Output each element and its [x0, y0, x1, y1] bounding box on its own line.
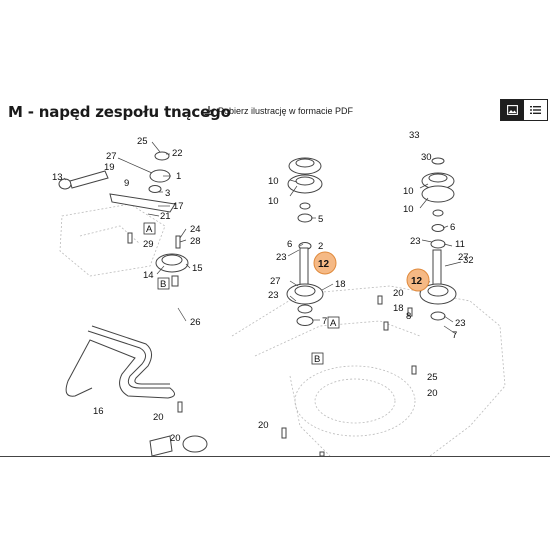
belt-16: [65, 325, 175, 399]
section-markers: A B A B: [143, 222, 340, 365]
exploded-view-drawing: 25 27 22 19 1 13 9 3 17 21 24 28 29 14 1…: [52, 130, 506, 456]
part-label[interactable]: 23: [268, 290, 279, 301]
image-view-button[interactable]: [501, 100, 524, 120]
marker-label: B: [160, 279, 166, 290]
download-icon: [204, 106, 214, 116]
parts-diagram: 25 27 22 19 1 13 9 3 17 21 24 28 29 14 1…: [0, 126, 550, 456]
download-pdf-label: Pobierz ilustrację w formacie PDF: [218, 106, 354, 116]
part-label[interactable]: 27: [106, 151, 117, 162]
part-label[interactable]: 20: [170, 433, 181, 444]
part-label[interactable]: 13: [52, 172, 63, 183]
part-label[interactable]: 10: [403, 186, 414, 197]
part-label[interactable]: 18: [335, 279, 346, 290]
part-label[interactable]: 1: [176, 171, 181, 182]
part-label[interactable]: 29: [143, 239, 154, 250]
part-label[interactable]: 25: [427, 372, 438, 383]
part-label[interactable]: 23: [410, 236, 421, 247]
marker-label: A: [330, 318, 337, 329]
part-label[interactable]: 22: [172, 148, 183, 159]
part-label[interactable]: 7: [322, 316, 327, 327]
part-label[interactable]: 20: [153, 412, 164, 423]
part-label[interactable]: 23: [276, 252, 287, 263]
part-label[interactable]: 6: [450, 222, 455, 233]
callout-label[interactable]: 12: [318, 259, 330, 270]
part-label[interactable]: 9: [124, 178, 129, 189]
part-label[interactable]: 8: [406, 311, 411, 322]
part-label[interactable]: 25: [137, 136, 148, 147]
part-label[interactable]: 32: [463, 255, 474, 266]
leader-lines: [63, 141, 462, 335]
part-label[interactable]: 2: [318, 241, 323, 252]
part-label[interactable]: 28: [190, 236, 201, 247]
part-label[interactable]: 16: [93, 406, 104, 417]
part-label[interactable]: 6: [287, 239, 292, 250]
part-label[interactable]: 10: [268, 176, 279, 187]
part-label[interactable]: 17: [173, 201, 184, 212]
part-label[interactable]: 27: [270, 276, 281, 287]
download-pdf-link[interactable]: Pobierz ilustrację w formacie PDF: [204, 106, 353, 116]
right-spindle: [419, 157, 457, 321]
part-label[interactable]: 20: [258, 420, 269, 431]
part-label[interactable]: 15: [192, 263, 203, 274]
part-label[interactable]: 10: [403, 204, 414, 215]
part-label[interactable]: 11: [455, 239, 465, 250]
part-label[interactable]: 18: [393, 303, 404, 314]
callout-label[interactable]: 12: [411, 276, 423, 287]
list-icon: [530, 106, 541, 114]
part-label[interactable]: 27: [458, 252, 469, 263]
callout-circle[interactable]: [406, 268, 430, 292]
image-icon: [507, 105, 518, 115]
part-label[interactable]: 20: [427, 388, 438, 399]
part-number-labels: 25 27 22 19 1 13 9 3 17 21 24 28 29 14 1…: [52, 130, 474, 444]
bolts: [127, 232, 417, 456]
part-label[interactable]: 24: [190, 224, 201, 235]
page-title: M - napęd zespołu tnącego: [8, 103, 231, 121]
view-toggle: [500, 99, 548, 121]
part-label[interactable]: 21: [160, 211, 171, 222]
list-view-button[interactable]: [524, 100, 547, 120]
page-header: M - napęd zespołu tnącego Pobierz ilustr…: [0, 96, 550, 126]
callout-circle[interactable]: [313, 251, 337, 275]
marker-label: A: [146, 224, 153, 235]
part-label[interactable]: 33: [409, 130, 420, 141]
part-label[interactable]: 30: [421, 152, 432, 163]
highlighted-callouts: 12 12: [313, 251, 430, 292]
part-label[interactable]: 10: [268, 196, 279, 207]
left-pulleys: [58, 151, 208, 456]
bottom-divider: [0, 456, 550, 457]
part-label[interactable]: 3: [165, 188, 170, 199]
part-label[interactable]: 26: [190, 317, 201, 328]
left-spindle: [286, 157, 324, 326]
part-label[interactable]: 20: [393, 288, 404, 299]
part-label[interactable]: 7: [452, 330, 457, 341]
part-label[interactable]: 23: [455, 318, 466, 329]
part-label[interactable]: 19: [104, 162, 115, 173]
marker-label: B: [314, 354, 320, 365]
part-label[interactable]: 5: [318, 214, 323, 225]
part-label[interactable]: 14: [143, 270, 154, 281]
